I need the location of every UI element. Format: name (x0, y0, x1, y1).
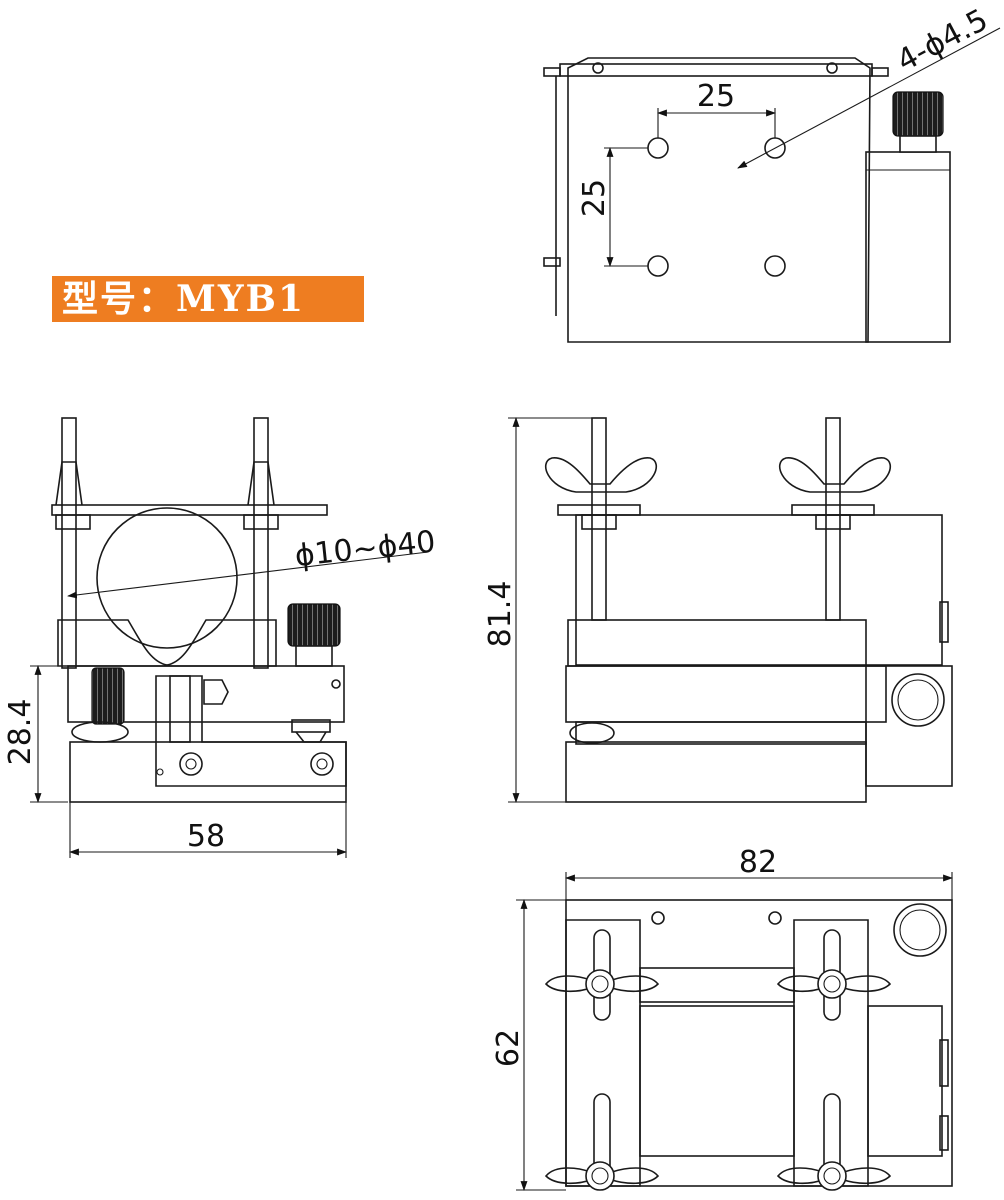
model-badge: 型号：MYB1 (52, 276, 364, 322)
dim-hole-spacing-horizontal: 25 (697, 79, 735, 114)
side-view (508, 417, 953, 803)
dim-hole-spacing-vertical: 25 (577, 179, 612, 217)
dim-width: 58 (187, 819, 225, 854)
dim-depth: 62 (491, 1029, 526, 1067)
dim-length: 82 (739, 845, 777, 880)
top-view (543, 27, 1001, 343)
bottom-view (516, 872, 953, 1191)
dim-clamp-range: ϕ10~ϕ40 (293, 524, 437, 574)
dim-hole-count-diameter: 4-ϕ4.5 (891, 2, 993, 79)
front-view (30, 417, 429, 858)
dim-base-height: 28.4 (3, 699, 38, 766)
dim-total-height: 81.4 (483, 581, 518, 648)
